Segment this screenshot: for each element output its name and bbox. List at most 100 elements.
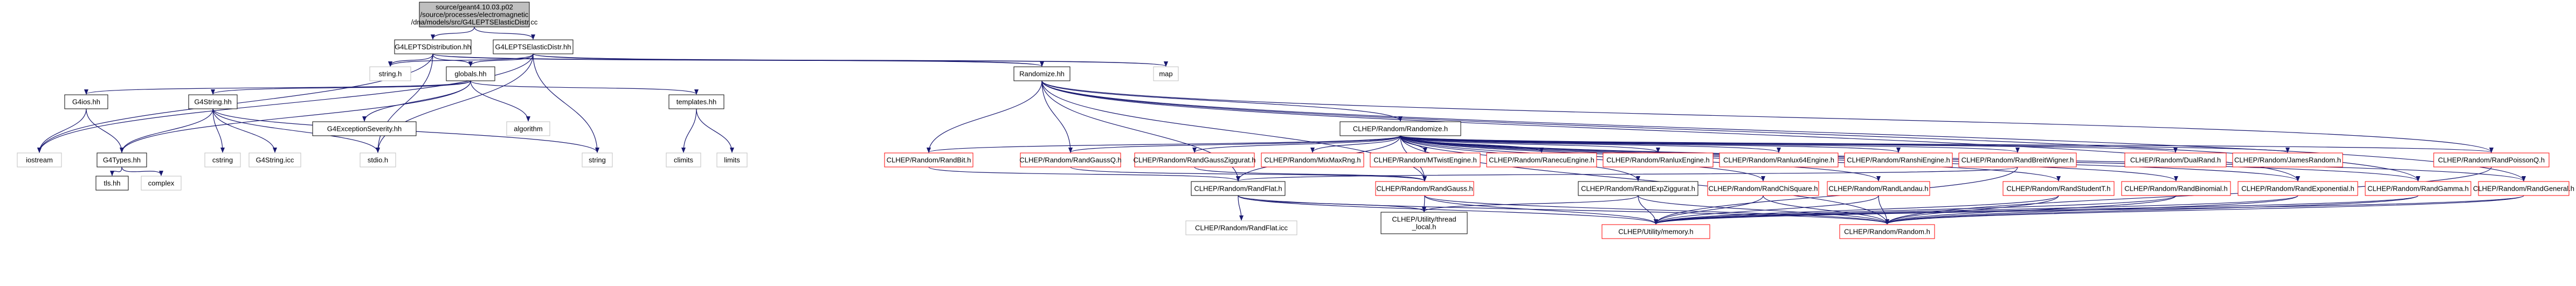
node-label: cstring <box>212 156 233 164</box>
node-randgauss-h[interactable]: CLHEP/Random/RandGauss.h <box>1375 181 1474 196</box>
edge-clhep_randomize_h-to-ranshiengine_h <box>1400 135 1901 153</box>
node-label: CLHEP/Random/RandPoissonQ.h <box>2438 156 2545 164</box>
node-g4ios-hh[interactable]: G4ios.hh <box>64 94 108 109</box>
edge-globals_hh-to-g4types_hh <box>120 80 471 153</box>
node-clhep-randomize-h[interactable]: CLHEP/Random/Randomize.h <box>1339 121 1461 136</box>
node-ranecuengine-h[interactable]: CLHEP/Random/RanecuEngine.h <box>1486 152 1597 168</box>
node-label: CLHEP/Random/RandGeneral.h <box>2473 185 2574 193</box>
node-box <box>1339 121 1461 136</box>
edge-randbit_h-to-randflat_h <box>928 166 1240 182</box>
edge-globals_hh-to-g4string_hh <box>211 80 471 95</box>
node-string: string <box>582 152 613 168</box>
node-box <box>1134 152 1255 168</box>
node-box <box>248 152 301 168</box>
node-randexponential-h[interactable]: CLHEP/Random/RandExponential.h <box>2237 181 2358 196</box>
node-randexpziggurat-h[interactable]: CLHEP/Random/RandExpZiggurat.h <box>1578 181 1698 196</box>
node-randgaussziggurat-h[interactable]: CLHEP/Random/RandGaussZiggurat.h <box>1134 152 1256 168</box>
node-ranshiengine-h[interactable]: CLHEP/Random/RanshiEngine.h <box>1844 152 1953 168</box>
node-box <box>1020 152 1121 168</box>
node-box <box>1827 181 1930 196</box>
edge-globals_hh-to-templates_hh <box>470 80 699 95</box>
node-randbit-h[interactable]: CLHEP/Random/RandBit.h <box>884 152 973 168</box>
node-randflat-icc: CLHEP/Random/RandFlat.icc <box>1185 220 1297 235</box>
edge-randgeneral_h-to-random_h <box>1885 195 2524 225</box>
node-randpoissonq-h[interactable]: CLHEP/Random/RandPoissonQ.h <box>2433 152 2550 168</box>
node-label: G4ios.hh <box>72 98 100 106</box>
node-label: CLHEP/Random/Ranlux64Engine.h <box>1723 156 1834 164</box>
node-label: CLHEP/Random/RandExponential.h <box>2241 185 2354 193</box>
node-randflat-h[interactable]: CLHEP/Random/RandFlat.h <box>1191 181 1286 196</box>
edge-g4string_hh-to-g4string_icc <box>212 108 277 153</box>
node-box <box>96 152 147 168</box>
node-randbreitwigner-h[interactable]: CLHEP/Random/RandBreitWigner.h <box>1958 152 2077 168</box>
node-randstudentt-h[interactable]: CLHEP/Random/RandStudentT.h <box>2002 181 2115 196</box>
node-label: CLHEP/Random/DualRand.h <box>2130 156 2221 164</box>
edge-randomize_hh-to-clhep_randomize_h <box>1041 80 1403 122</box>
edge-clhep_randomize_h-to-ranlux64engine_h <box>1400 135 1781 153</box>
node-iostream: iostream <box>17 152 62 168</box>
node-ranlux64engine-h[interactable]: CLHEP/Random/Ranlux64Engine.h <box>1719 152 1839 168</box>
node-box <box>2124 152 2227 168</box>
node-randgeneral-h[interactable]: CLHEP/Random/RandGeneral.h <box>2473 181 2574 196</box>
node-box <box>17 152 62 168</box>
edge-elasticdistr_hh-to-string <box>533 53 599 153</box>
node-jamesrandom-h[interactable]: CLHEP/Random/JamesRandom.h <box>2232 152 2343 168</box>
node-randgaussq-h[interactable]: CLHEP/Random/RandGaussQ.h <box>1019 152 1122 168</box>
node-g4string-hh[interactable]: G4String.hh <box>188 94 238 109</box>
edge-root-to-distribution_hh <box>431 26 475 40</box>
node-box <box>884 152 973 168</box>
edge-randflat_h-to-memory_h <box>1238 195 1658 225</box>
node-box <box>2365 181 2471 196</box>
node-box <box>1603 152 1714 168</box>
node-box <box>1486 152 1597 168</box>
node-root[interactable]: source/geant4.10.03.p02/source/processes… <box>411 2 538 27</box>
node-box <box>2121 181 2231 196</box>
node-dualrand-h[interactable]: CLHEP/Random/DualRand.h <box>2124 152 2227 168</box>
node-randgamma-h[interactable]: CLHEP/Random/RandGamma.h <box>2365 181 2471 196</box>
node-mtwistengine-h[interactable]: CLHEP/Random/MTwistEngine.h <box>1370 152 1481 168</box>
node-label: stdio.h <box>368 156 388 164</box>
node-randomize-hh[interactable]: Randomize.hh <box>1013 66 1071 81</box>
node-thread-local-h[interactable]: CLHEP/Utility/thread_local.h <box>1380 212 1468 234</box>
node-box <box>1261 152 1364 168</box>
edge-clhep_randomize_h-to-randpoissonq_h <box>1400 135 2494 153</box>
edge-randgeneral_h-to-memory_h <box>1654 195 2524 225</box>
node-g4string-icc: G4String.icc <box>248 152 301 168</box>
edge-clhep_randomize_h-to-randgaussziggurat_h <box>1192 135 1401 153</box>
edge-root-to-elasticdistr_hh <box>474 26 535 40</box>
node-elasticdistr-hh[interactable]: G4LEPTSElasticDistr.hh <box>493 39 574 54</box>
node-randlandau-h[interactable]: CLHEP/Random/RandLandau.h <box>1827 181 1930 196</box>
edge-clhep_randomize_h-to-mixmaxrng_h <box>1310 135 1401 153</box>
node-randbinomial-h[interactable]: CLHEP/Random/RandBinomial.h <box>2121 181 2231 196</box>
node-g4exceptionseverity-hh[interactable]: G4ExceptionSeverity.hh <box>312 121 417 136</box>
node-g4types-hh[interactable]: G4Types.hh <box>96 152 147 168</box>
node-algorithm: algorithm <box>506 121 550 136</box>
node-globals-hh[interactable]: globals.hh <box>446 66 495 81</box>
node-random-h[interactable]: CLHEP/Random/Random.h <box>1839 224 1935 239</box>
edge-globals_hh-to-g4ios_hh <box>84 80 471 95</box>
node-memory-h[interactable]: CLHEP/Utility/memory.h <box>1601 224 1710 239</box>
node-box <box>394 39 472 54</box>
node-distribution-hh[interactable]: G4LEPTSDistribution.hh <box>394 39 472 54</box>
edge-randomize_hh-to-randgaussq_h <box>1041 80 1073 153</box>
node-map: map <box>1153 66 1179 81</box>
node-label: complex <box>148 179 175 187</box>
node-templates-hh[interactable]: templates.hh <box>668 94 724 109</box>
node-box <box>1013 66 1071 81</box>
node-randchisquare-h[interactable]: CLHEP/Random/RandChiSquare.h <box>1707 181 1819 196</box>
node-label: templates.hh <box>676 98 716 106</box>
node-ranluxengine-h[interactable]: CLHEP/Random/RanluxEngine.h <box>1603 152 1714 168</box>
nodes-layer: source/geant4.10.03.p02/source/processes… <box>17 2 2574 239</box>
node-label: iostream <box>26 156 53 164</box>
edge-clhep_randomize_h-to-ranluxengine_h <box>1400 135 1660 153</box>
node-label: G4LEPTSDistribution.hh <box>395 43 471 51</box>
edge-randlandau_h-to-memory_h <box>1654 195 1879 225</box>
node-box <box>188 94 238 109</box>
node-tls-hh[interactable]: tls.hh <box>95 176 129 191</box>
node-label: CLHEP/Random/MTwistEngine.h <box>1373 156 1476 164</box>
node-label: _local.h <box>1412 223 1437 231</box>
node-box <box>64 94 108 109</box>
node-mixmaxrng-h[interactable]: CLHEP/Random/MixMaxRng.h <box>1261 152 1364 168</box>
